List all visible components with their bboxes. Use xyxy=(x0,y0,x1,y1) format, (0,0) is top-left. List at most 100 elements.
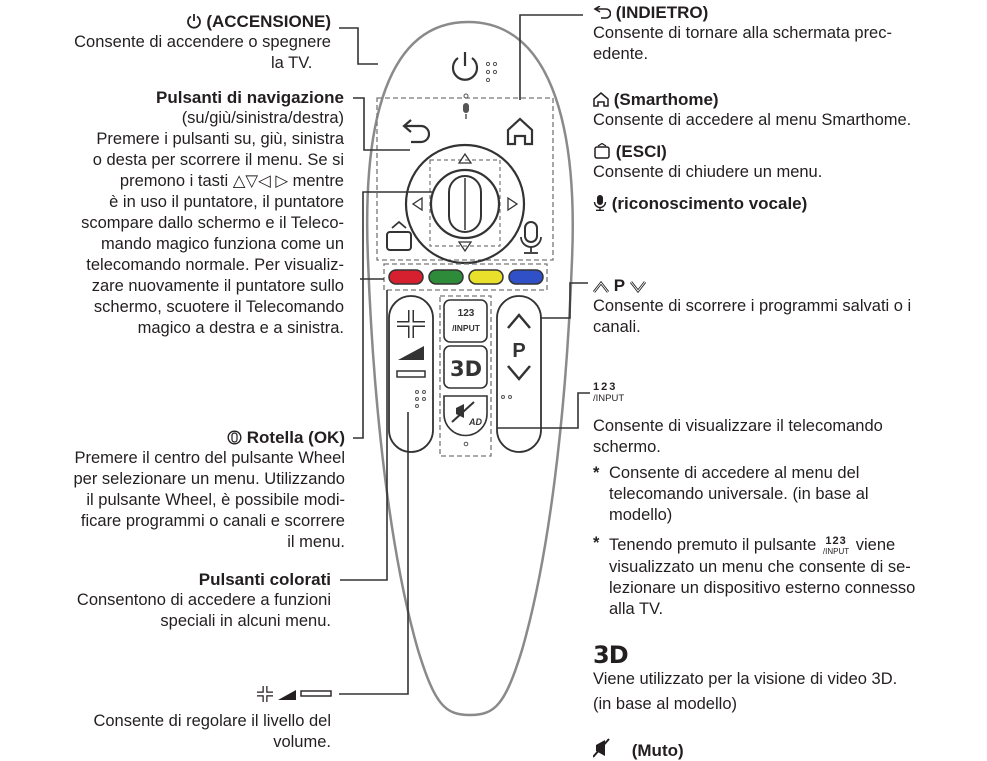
colored-line-0: Consentono di accedere a funzioni xyxy=(76,591,331,609)
volume-up-icon xyxy=(257,686,273,702)
remote-small-mic-icon xyxy=(463,103,469,119)
remote-power-icon xyxy=(451,52,479,81)
colored-title: Pulsanti colorati xyxy=(198,570,331,589)
remote-home-icon xyxy=(506,117,534,146)
program-down-icon xyxy=(629,281,646,293)
wheel-line-2: il pulsante Wheel, è possibile modi- xyxy=(86,491,345,509)
wheel-section: Rotella (OK) Premere il centro del pulsa… xyxy=(0,427,346,553)
input-bullet-1-line-0: Consente di accedere al menu del xyxy=(609,464,860,482)
input-line-0: Consente di visualizzare il telecomando xyxy=(593,417,883,435)
input-inline-label: /INPUT xyxy=(822,547,850,556)
voice-section: (riconoscimento vocale) xyxy=(593,193,983,214)
input-inline-digits: 123 xyxy=(825,535,847,547)
volume-section: Consente di regolare il livello del volu… xyxy=(0,711,331,753)
nav-line-1: o desta per scorrere il menu. Se si xyxy=(92,151,344,169)
exit-title: (ESCI) xyxy=(615,142,667,161)
volume-down-icon xyxy=(300,690,332,697)
back-title: (INDIETRO) xyxy=(615,3,709,22)
input-section: 123 /INPUT Consente di visualizzare il t… xyxy=(593,382,987,620)
wheel-line-3: ficare programmi o canali e scorrere xyxy=(80,512,345,530)
voice-title: (riconoscimento vocale) xyxy=(611,194,808,213)
volume-icon xyxy=(278,690,296,700)
exit-icon xyxy=(594,143,610,159)
nav-line-2: premono i tasti △▽◁ ▷ mentre xyxy=(119,172,344,190)
back-line-0: Consente di tornare alla schermata prec- xyxy=(593,24,892,42)
program-line-0: Consente di scorrere i programmi salvati… xyxy=(593,297,912,315)
three-d-icon: 3D xyxy=(593,641,629,669)
nav-title: Pulsanti di navigazione xyxy=(156,88,344,107)
exit-section: (ESCI) Consente di chiudere un menu. xyxy=(593,141,983,183)
volume-line-0: Consente di regolare il livello del xyxy=(93,712,331,730)
colored-line-1: speciali in alcuni menu. xyxy=(160,612,331,630)
blue-button xyxy=(508,269,544,285)
wheel-icon xyxy=(227,430,242,445)
mute-icon xyxy=(593,738,610,758)
nav-line-6: telecomando normale. Per visualiz- xyxy=(86,256,344,274)
wheel-line-1: per selezionare un menu. Utilizzando xyxy=(73,470,346,488)
remote-volume-down-icon xyxy=(396,370,426,378)
wheel-line-4: il menu. xyxy=(287,533,345,551)
green-button xyxy=(428,269,464,285)
input-bullet-1-line-2: modello) xyxy=(609,506,673,524)
nav-line-8: schermo, scuotere il Telecomando xyxy=(93,298,344,316)
program-up-icon xyxy=(593,281,609,293)
back-line-1: edente. xyxy=(593,45,649,63)
nav-line-9: magico a destra e a sinistra. xyxy=(137,319,344,337)
program-title: P xyxy=(613,276,625,295)
back-section: (INDIETRO) Consente di tornare alla sche… xyxy=(593,2,983,65)
power-desc-line: Consente di accendere o spegnere xyxy=(74,33,331,51)
three-d-section: 3D Viene utilizzato per la visione di vi… xyxy=(593,643,987,715)
volume-icons xyxy=(256,684,334,710)
volume-line-1: volume. xyxy=(273,733,331,751)
nav-section: Pulsanti di navigazione (su/giù/sinistra… xyxy=(0,87,344,339)
yellow-button xyxy=(468,269,504,285)
input-bullet-1-line-1: telecomando universale. (in base al xyxy=(609,485,869,503)
nav-line-7: zare nuovamente il puntatore sullo xyxy=(91,277,344,295)
red-button xyxy=(388,269,424,285)
nav-line-5: mando magico funziona come un xyxy=(100,235,344,253)
input-digits: 123 xyxy=(593,381,618,393)
input-line-1: schermo. xyxy=(593,438,661,456)
three-d-line-0: Viene utilizzato per la visione di video… xyxy=(593,670,898,688)
remote-mute-label: AD xyxy=(468,417,482,427)
nav-line-0: Premere i pulsanti su, giù, sinistra xyxy=(96,130,344,148)
input-bullet-2: * Tenendo premuto il pulsante 123 /INPUT… xyxy=(593,534,916,618)
remote-3d-label: 3D xyxy=(450,357,482,381)
power-icon xyxy=(186,14,201,29)
mic-icon xyxy=(593,195,607,211)
remote-p-label: P xyxy=(512,340,525,362)
home-title: (Smarthome) xyxy=(613,90,719,109)
home-line-0: Consente di accedere al menu Smarthome. xyxy=(593,111,912,129)
input-bullet-2-line-0: visualizzato un menu che consente di se- xyxy=(609,558,911,576)
input-label: /INPUT xyxy=(593,393,625,404)
wheel-title: Rotella (OK) xyxy=(246,428,345,447)
remote-exit-icon xyxy=(386,220,412,251)
nav-subtitle: (su/giù/sinistra/destra) xyxy=(181,109,344,127)
program-line-1: canali. xyxy=(593,318,641,336)
remote-mic-icon xyxy=(520,221,542,254)
remote-back-icon xyxy=(402,119,431,144)
three-d-line-1: (in base al modello) xyxy=(593,695,737,713)
input-bullet-1: * Consente di accedere al menu del telec… xyxy=(593,464,869,524)
home-icon xyxy=(593,92,609,107)
mute-title: (Muto) xyxy=(631,741,684,760)
power-section: (ACCENSIONE) xyxy=(0,11,331,32)
colored-section: Pulsanti colorati Consentono di accedere… xyxy=(0,569,331,632)
remote-volume-icon xyxy=(398,346,424,360)
input-bullet-2-line-2: alla TV. xyxy=(609,600,664,618)
wheel-line-0: Premere il centro del pulsante Wheel xyxy=(74,449,345,467)
nav-line-3: è in uso il puntatore, il puntatore xyxy=(109,193,344,211)
home-section: (Smarthome) Consente di accedere al menu… xyxy=(593,89,983,131)
input-bullet-2-pre: Tenendo premuto il pulsante xyxy=(609,536,817,554)
input-bullet-2-post: viene xyxy=(855,536,896,554)
exit-line-0: Consente di chiudere un menu. xyxy=(593,163,823,181)
power-title: (ACCENSIONE) xyxy=(206,12,331,31)
input-bullet-2-line-1: lezionare un dispositivo esterno conness… xyxy=(609,579,916,597)
mute-section: (Muto) xyxy=(593,738,987,761)
nav-line-4: scompare dallo schermo e il Teleco- xyxy=(81,214,344,232)
power-desc-2: la TV. xyxy=(271,54,313,72)
remote-input-label: /INPUT xyxy=(452,323,481,333)
back-icon xyxy=(593,6,611,19)
remote-input-digits: 123 xyxy=(458,308,475,319)
